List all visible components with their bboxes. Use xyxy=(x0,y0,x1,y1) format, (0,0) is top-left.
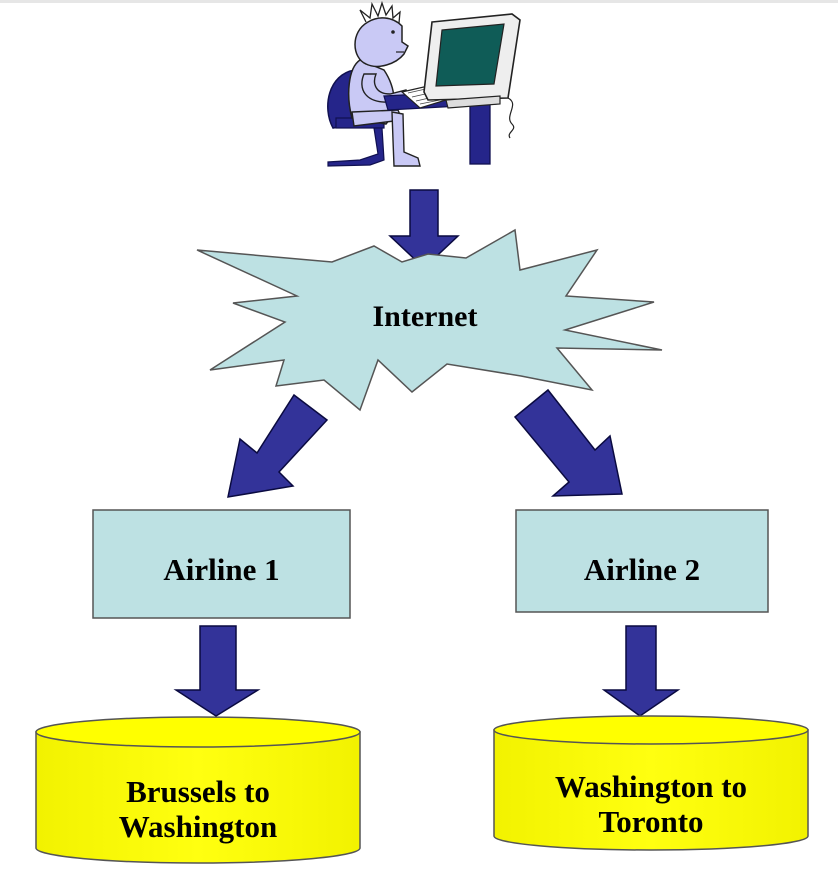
person-at-computer-icon xyxy=(327,0,521,167)
internet-label: Internet xyxy=(372,300,478,333)
database-2-cylinder xyxy=(493,715,809,851)
arrow-airline-1-to-database-1 xyxy=(173,625,261,717)
arrow-internet-to-airline-2 xyxy=(513,388,623,497)
airline-2-box xyxy=(515,509,769,613)
airline-1-box xyxy=(92,509,351,619)
database-1-label-line-2: Washington xyxy=(118,808,278,844)
top-border xyxy=(0,0,838,3)
airline-1-label: Airline 1 xyxy=(163,552,280,587)
database-1-label-line-1: Brussels to xyxy=(126,774,270,809)
arrow-internet-to-airline-1 xyxy=(227,393,329,498)
arrow-airline-2-to-database-2 xyxy=(601,625,681,717)
database-2-label-line-1: Washington to xyxy=(554,769,748,804)
arrow-user-to-internet xyxy=(388,189,460,270)
database-1-label: Brussels to Washington xyxy=(36,774,360,844)
database-2-label-line-2: Toronto xyxy=(598,803,704,839)
database-1-cylinder xyxy=(35,716,361,864)
airline-2-label: Airline 2 xyxy=(583,552,701,587)
internet-cloud-shape xyxy=(196,228,663,412)
database-2-label: Washington to Toronto xyxy=(494,769,808,839)
